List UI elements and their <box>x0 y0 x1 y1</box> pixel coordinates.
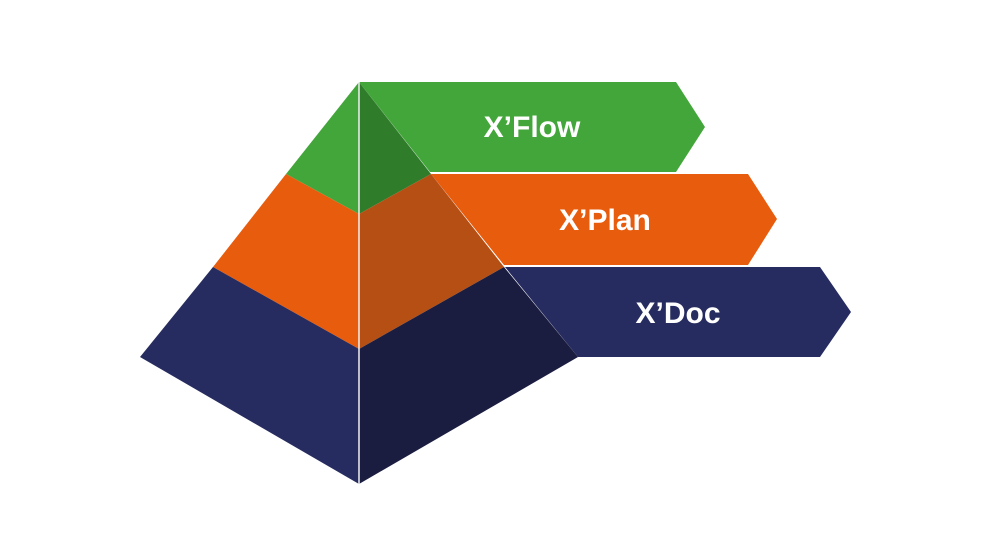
left-face-doc <box>140 267 359 484</box>
banner-flow-shape <box>359 82 705 172</box>
right-face-plan <box>359 174 504 349</box>
left-face-flow <box>286 82 359 214</box>
left-face-plan <box>213 174 359 349</box>
banner-doc-label: X’Doc <box>635 297 720 330</box>
banner-plan-shape <box>431 174 777 265</box>
banner-flow-label: X’Flow <box>484 111 581 144</box>
right-face-flow <box>359 82 431 214</box>
banner-flow: X’Flow <box>359 82 705 172</box>
banner-doc-shape <box>505 267 851 357</box>
banner-doc: X’Doc <box>505 267 851 357</box>
banner-plan-label: X’Plan <box>559 204 651 237</box>
right-face-doc <box>359 267 578 484</box>
banner-plan: X’Plan <box>431 174 777 265</box>
pyramid-right-face <box>359 82 578 484</box>
pyramid-left-face <box>140 82 359 484</box>
